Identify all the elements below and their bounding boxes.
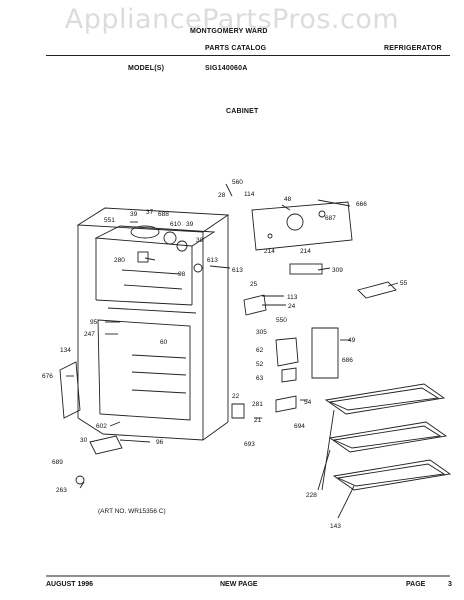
category-title: REFRIGERATOR bbox=[384, 45, 442, 52]
part-63-shape bbox=[281, 367, 297, 383]
header-rule bbox=[46, 55, 450, 56]
part-55-shape bbox=[357, 281, 397, 299]
catalog-title: PARTS CATALOG bbox=[205, 45, 267, 52]
art-number: (ART NO. WR15356 C) bbox=[98, 508, 166, 515]
callout-134: 134 bbox=[60, 347, 71, 354]
callout-280: 280 bbox=[114, 257, 125, 264]
footer-page-label: PAGE bbox=[406, 581, 426, 588]
cabinet-body bbox=[76, 207, 230, 441]
callout-37: 37 bbox=[146, 209, 154, 216]
callout-39-right: 39 bbox=[186, 221, 194, 228]
callout-693: 693 bbox=[244, 441, 255, 448]
callout-551: 551 bbox=[104, 217, 115, 224]
callout-48: 48 bbox=[284, 196, 292, 203]
callout-52: 52 bbox=[256, 361, 264, 368]
part-263-shape bbox=[75, 475, 85, 485]
callout-28: 28 bbox=[218, 192, 226, 199]
callout-688: 688 bbox=[158, 211, 169, 218]
part-134-shape bbox=[59, 361, 81, 419]
callout-96: 96 bbox=[156, 439, 164, 446]
callout-687: 687 bbox=[325, 215, 336, 222]
callout-55: 55 bbox=[400, 280, 408, 287]
part-30-shape bbox=[89, 435, 123, 455]
callout-24: 24 bbox=[288, 303, 296, 310]
callout-694: 694 bbox=[294, 423, 305, 430]
callout-666: 666 bbox=[356, 201, 367, 208]
callout-613-lower: 613 bbox=[232, 267, 243, 274]
shelf-lower bbox=[332, 459, 452, 491]
callout-60: 60 bbox=[160, 339, 168, 346]
part-49-shape bbox=[311, 327, 339, 379]
footer-date: AUGUST 1996 bbox=[46, 581, 93, 588]
shelf-middle bbox=[328, 421, 448, 453]
callout-62: 62 bbox=[256, 347, 264, 354]
brand-title: MONTGOMERY WARD bbox=[190, 28, 268, 35]
callout-613-upper: 613 bbox=[207, 257, 218, 264]
callout-309: 309 bbox=[332, 267, 343, 274]
callout-602: 602 bbox=[96, 423, 107, 430]
callout-114: 114 bbox=[244, 191, 255, 198]
callout-49: 49 bbox=[348, 337, 356, 344]
watermark: AppliancePartsPros.com bbox=[64, 4, 400, 35]
part-62-shape bbox=[275, 337, 299, 367]
callout-21: 21 bbox=[254, 417, 262, 424]
callout-263: 263 bbox=[56, 487, 67, 494]
callout-610: 610 bbox=[170, 221, 181, 228]
callout-214-right: 214 bbox=[300, 248, 311, 255]
shelf-upper bbox=[324, 383, 446, 415]
callout-214-left: 214 bbox=[264, 248, 275, 255]
callout-689: 689 bbox=[52, 459, 63, 466]
callout-305: 305 bbox=[256, 329, 267, 336]
callout-63: 63 bbox=[256, 375, 264, 382]
callout-228: 228 bbox=[306, 492, 317, 499]
callout-54: 54 bbox=[304, 399, 312, 406]
callout-95: 95 bbox=[90, 319, 98, 326]
callout-281: 281 bbox=[252, 401, 263, 408]
footer-new-page: NEW PAGE bbox=[220, 581, 258, 588]
callout-22: 22 bbox=[232, 393, 240, 400]
callout-25: 25 bbox=[250, 281, 258, 288]
control-panel-plate bbox=[251, 201, 353, 251]
callout-686: 686 bbox=[342, 357, 353, 364]
model-label: MODEL(S) bbox=[128, 65, 165, 72]
callout-38: 38 bbox=[196, 237, 204, 244]
callout-550: 550 bbox=[276, 317, 287, 324]
part-309-shape bbox=[289, 263, 323, 275]
part-54-shape bbox=[275, 395, 297, 413]
callout-676: 676 bbox=[42, 373, 53, 380]
callout-98: 98 bbox=[178, 271, 186, 278]
callout-39-left: 39 bbox=[130, 211, 138, 218]
control-assembly bbox=[130, 225, 203, 273]
callout-247: 247 bbox=[84, 331, 95, 338]
callout-143: 143 bbox=[330, 523, 341, 530]
part-25-shape bbox=[243, 294, 267, 316]
callout-113: 113 bbox=[287, 294, 298, 301]
model-number: SIG140060A bbox=[205, 65, 248, 72]
section-title: CABINET bbox=[226, 108, 259, 115]
part-22-shape bbox=[231, 403, 245, 419]
callout-30: 30 bbox=[80, 437, 88, 444]
callout-560: 560 bbox=[232, 179, 243, 186]
footer-page-number: 3 bbox=[448, 581, 452, 588]
